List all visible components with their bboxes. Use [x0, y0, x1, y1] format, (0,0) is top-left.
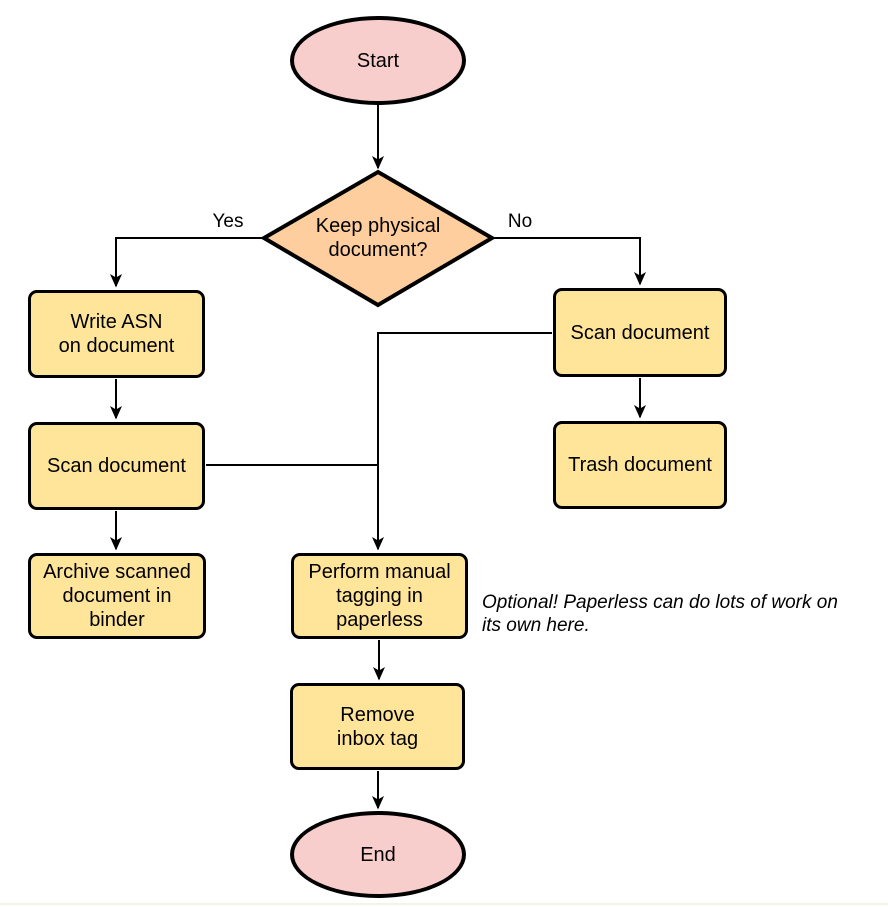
node-decision-label: Keep physical document? [283, 214, 473, 262]
node-trash-document: Trash document [553, 421, 727, 509]
edge-label-yes: Yes [212, 211, 244, 232]
node-start: Start [290, 16, 466, 105]
node-remove-inbox-tag: Remove inbox tag [290, 683, 465, 770]
node-scan-document-right-label: Scan document [570, 321, 710, 344]
decision-label-line-1: Keep physical [315, 215, 441, 237]
node-archive-binder: Archive scanned document in binder [28, 553, 206, 639]
node-write-asn-label: Write ASN on document [58, 311, 175, 357]
edge-decision-write-asn [110, 237, 264, 288]
decision-label-line-2: document? [328, 239, 428, 261]
node-scan-document-right: Scan document [553, 288, 727, 377]
edge-scan-right-tagging [372, 332, 552, 551]
node-scan-document-left: Scan document [28, 422, 205, 510]
optional-note-line-1: Optional! Paperless can do lots of work … [482, 592, 838, 613]
optional-note: Optional! Paperless can do lots of work … [482, 591, 882, 637]
edge-decision-scan-right [492, 237, 646, 286]
node-manual-tagging-label: Perform manual tagging in paperless [308, 561, 451, 631]
node-write-asn: Write ASN on document [28, 290, 205, 378]
node-end: End [290, 811, 466, 898]
node-manual-tagging: Perform manual tagging in paperless [291, 553, 468, 639]
decision-diamond-shape [260, 169, 496, 308]
node-remove-inbox-tag-label: Remove inbox tag [336, 703, 419, 750]
node-start-label: Start [356, 49, 400, 72]
node-scan-document-left-label: Scan document [47, 455, 186, 477]
optional-note-line-2: its own here. [482, 615, 590, 636]
node-archive-binder-label: Archive scanned document in binder [43, 561, 191, 631]
node-trash-document-label: Trash document [568, 454, 712, 476]
edge-label-no: No [507, 211, 533, 232]
bottom-rule [0, 903, 888, 905]
node-end-label: End [360, 843, 396, 866]
